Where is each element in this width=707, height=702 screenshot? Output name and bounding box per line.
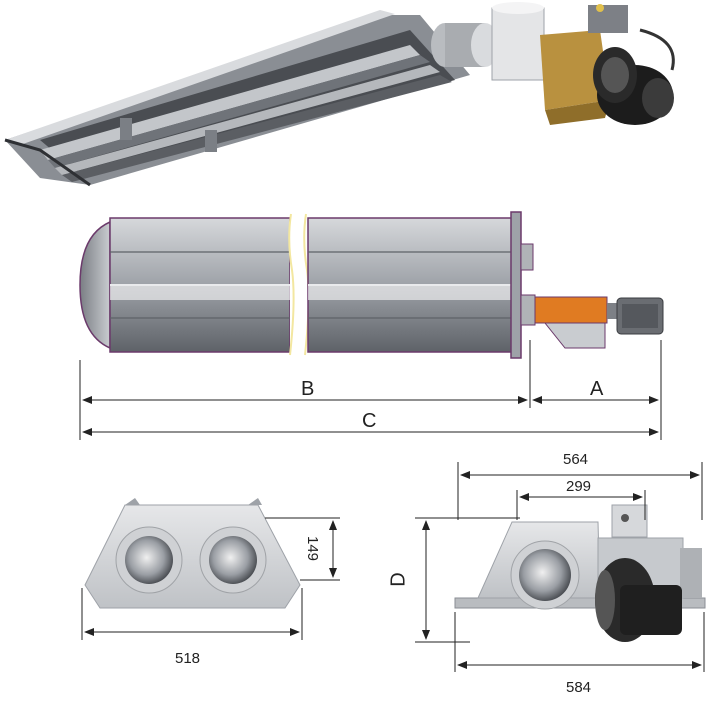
end-view-right — [454, 504, 706, 642]
dim-564: 564 — [563, 451, 589, 468]
label-a: A — [590, 378, 604, 400]
side-dimension-lines — [79, 340, 662, 440]
end-view-left — [84, 498, 301, 609]
label-b: B — [301, 378, 315, 400]
dim-149: 149 — [304, 535, 322, 562]
dim-518: 518 — [175, 650, 201, 667]
heater-side-view — [79, 211, 664, 359]
dim-584: 584 — [566, 679, 592, 696]
end-view-right-dimensions — [415, 462, 705, 672]
end-view-left-dimensions — [81, 517, 340, 640]
label-d: D — [387, 572, 410, 587]
dim-299: 299 — [566, 478, 592, 495]
label-c: C — [362, 410, 377, 432]
heater-3d-view — [4, 2, 675, 187]
